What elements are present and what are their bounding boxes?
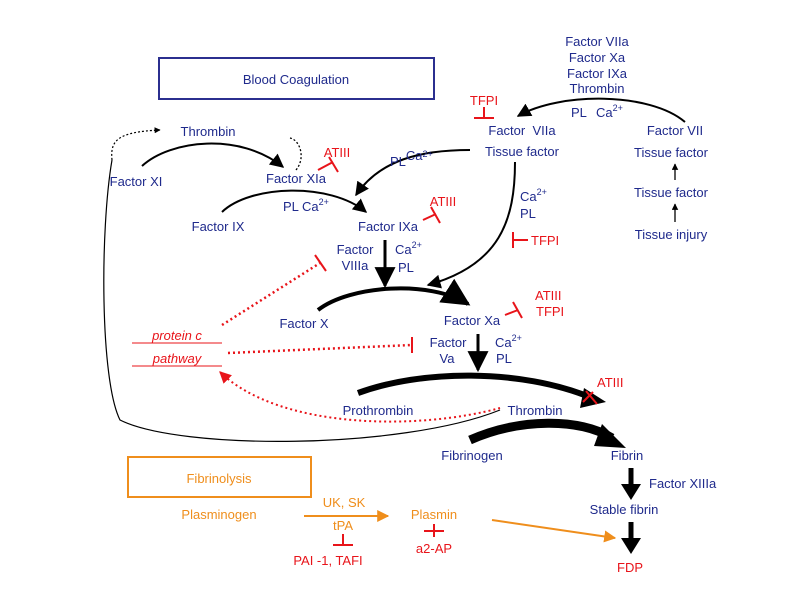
pathway-label: pathway [152, 351, 203, 366]
proteinc-inhibit-viiia-bar [314, 254, 327, 272]
ca-sup-top: 2+ [613, 103, 623, 113]
fdp-label: FDP [617, 560, 643, 575]
atiii-1-label: ATIII [324, 145, 350, 160]
arrow-vii-to-viia [516, 97, 686, 123]
activator-factor-xa: Factor Xa [569, 50, 626, 65]
arrowhead-fibrinogen [594, 424, 626, 448]
arrow-prothrombin-to-thrombin [356, 372, 594, 401]
thrombin-label: Thrombin [508, 403, 563, 418]
factor-viiia-label-2: VIIIa [342, 258, 370, 273]
arrowhead-stable-fdp [621, 538, 641, 554]
activator-factor-viia: Factor VIIa [565, 34, 629, 49]
tissue-factor-right-2: Tissue factor [634, 185, 709, 200]
prothrombin-label: Prothrombin [343, 403, 414, 418]
factor-va-label-1: Factor [430, 335, 468, 350]
proteinc-inhibit-viiia [221, 261, 321, 327]
pl-ca-2-label: PLCa2+ [390, 148, 433, 169]
factor-va-label-2: Va [440, 351, 456, 366]
activator-thrombin: Thrombin [570, 81, 625, 96]
xa-inhibitor-stem [504, 309, 519, 316]
ca-va-label: Ca2+ [495, 333, 522, 350]
arrow-fibrinogen-to-fibrin [468, 418, 615, 445]
coagulation-box [158, 57, 435, 100]
tfpi-mid-label: TFPI [531, 233, 559, 248]
plasminogen-label: Plasminogen [181, 507, 256, 522]
arrowhead-fibrin-stable [621, 484, 641, 500]
pl-viiia-label: PL [398, 260, 414, 275]
ca-tf-label: Ca2+ [520, 187, 547, 204]
factor-xi-label: Factor XI [110, 174, 163, 189]
tpa-label: tPA [333, 518, 353, 533]
arrow-x-to-xa [316, 278, 471, 312]
atiii-4-bar [585, 390, 598, 405]
ca-label-top: Ca2+ [596, 103, 623, 120]
atiii-1-stem [317, 161, 334, 171]
plasmin-label: Plasmin [411, 507, 457, 522]
proteinc-inhibit-va [227, 343, 413, 355]
ca-viiia-label: Ca2+ [395, 240, 422, 257]
pl-ca-ix-label: PL Ca2+ [283, 197, 329, 214]
thrombin-top-label: Thrombin [181, 124, 236, 139]
coagulation-title: Blood Coagulation [243, 72, 349, 87]
factor-ixa-label: Factor IXa [358, 219, 419, 234]
arrow-tf-to-xa [426, 161, 516, 289]
arrow-tf-to-ixa [355, 149, 471, 197]
arrow-xi-to-xia [141, 142, 285, 168]
fibrin-label: Fibrin [611, 448, 644, 463]
factor-xia-label: Factor XIa [266, 171, 327, 186]
atiii-2-label: ATIII [430, 194, 456, 209]
tfpi-top-label: TFPI [470, 93, 498, 108]
tissue-factor-label: Tissue factor [485, 144, 560, 159]
atiii-2-bar [430, 206, 441, 224]
tfpi-3-label: TFPI [536, 304, 564, 319]
factor-ix-label: Factor IX [192, 219, 245, 234]
xa-inhibitor-bar [512, 301, 523, 319]
arrow-plasmin-to-fdp [491, 519, 617, 543]
pai-tafi-label: PAI -1, TAFI [293, 553, 362, 568]
xia-feedback-dotted [289, 137, 302, 171]
factor-xa-label: Factor Xa [444, 313, 501, 328]
atiii-1-bar [328, 156, 339, 173]
protein-c-label: protein c [151, 328, 202, 343]
tissue-injury-label: Tissue injury [635, 227, 708, 242]
tissue-factor-right-1: Tissue factor [634, 145, 709, 160]
fibrinogen-label: Fibrinogen [441, 448, 502, 463]
atiii-2-stem [422, 213, 437, 221]
pl-label-top: PL [571, 105, 587, 120]
pl-va-label: PL [496, 351, 512, 366]
pl-tf-label: PL [520, 206, 536, 221]
fibrinolysis-box [127, 456, 312, 498]
factor-viia-label: Factor VIIa [488, 123, 556, 138]
thrombin-to-xi-dotted [111, 127, 161, 161]
atiii-3-label: ATIII [535, 288, 561, 303]
a2ap-label: a2-AP [416, 541, 452, 556]
thrombin-feedback-loop [103, 159, 501, 442]
activator-factor-ixa: Factor IXa [567, 66, 628, 81]
stable-fibrin-label: Stable fibrin [590, 502, 659, 517]
fibrinolysis-title: Fibrinolysis [186, 471, 252, 486]
factor-viiia-label-1: Factor [337, 242, 375, 257]
uk-sk-label: UK, SK [323, 495, 366, 510]
factor-vii-label: Factor VII [647, 123, 703, 138]
factor-xiiia-label: Factor XIIIa [649, 476, 717, 491]
arrow-ix-to-ixa [221, 189, 368, 213]
atiii-4-stem [582, 391, 594, 403]
atiii-4-label: ATIII [597, 375, 623, 390]
factor-x-label: Factor X [279, 316, 328, 331]
